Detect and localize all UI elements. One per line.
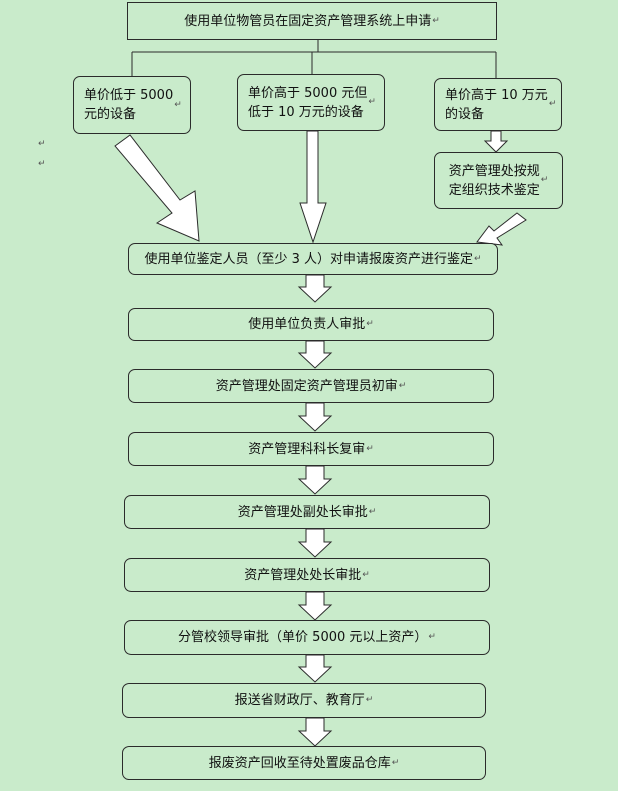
tech-appraisal-box: 资产管理处按规 定组织技术鉴定↵ — [434, 152, 563, 209]
admin-initial-text: 资产管理处固定资产管理员初审 — [215, 378, 398, 394]
paragraph-mark: ↵ — [398, 380, 407, 391]
apply-text: 使用单位物管员在固定资产管理系统上申请 — [184, 13, 432, 29]
arrow-down-4 — [297, 465, 333, 495]
paragraph-mark: ↵ — [366, 319, 374, 329]
paragraph-mark: ↵ — [365, 695, 374, 705]
arrow-down-8 — [297, 717, 333, 747]
recycle-box: 报废资产回收至待处置废品仓库↵ — [122, 746, 486, 780]
arrow-tech-to-appraisal — [476, 212, 527, 246]
paragraph-mark: ↵ — [368, 97, 376, 107]
arrow-high-to-tech — [483, 130, 509, 153]
arrow-down-6 — [297, 591, 333, 621]
deputy-director-text: 资产管理处副处长审批 — [237, 504, 368, 520]
paragraph-mark: ↵ — [432, 15, 440, 26]
section-chief-text: 资产管理科科长复审 — [248, 441, 366, 457]
branch-high-text: 单价高于 10 万元 的设备 — [445, 87, 548, 122]
tech-appraisal-text: 资产管理处按规 定组织技术鉴定 — [448, 163, 540, 198]
section-chief-box: 资产管理科科长复审↵ — [128, 432, 494, 466]
paragraph-mark: ↵ — [540, 175, 549, 185]
paragraph-mark: ↵ — [366, 443, 374, 454]
paragraph-mark: ↵ — [174, 99, 182, 110]
unit-head-text: 使用单位负责人审批 — [248, 317, 366, 332]
appraisal-box: 使用单位鉴定人员（至少 3 人）对申请报废资产进行鉴定↵ — [128, 243, 498, 275]
paragraph-mark: ↵ — [38, 159, 46, 169]
paragraph-mark: ↵ — [428, 632, 436, 642]
report-text: 报送省财政厅、教育厅 — [234, 693, 365, 708]
director-box: 资产管理处处长审批↵ — [124, 558, 490, 592]
arrow-down-5 — [297, 528, 333, 558]
paragraph-mark: ↵ — [368, 506, 377, 517]
branch-low-box: 单价低于 5000 元的设备↵ — [73, 76, 191, 134]
recycle-text: 报废资产回收至待处置废品仓库 — [208, 755, 391, 771]
school-leader-text: 分管校领导审批（单价 5000 元以上资产） — [178, 630, 428, 645]
appraisal-text: 使用单位鉴定人员（至少 3 人）对申请报废资产进行鉴定 — [144, 251, 473, 267]
paragraph-mark: ↵ — [474, 253, 482, 264]
director-text: 资产管理处处长审批 — [244, 567, 362, 583]
paragraph-mark: ↵ — [38, 139, 46, 149]
arrow-down-2 — [297, 340, 333, 369]
branch-mid-box: 单价高于 5000 元但 低于 10 万元的设备↵ — [237, 74, 385, 131]
paragraph-mark: ↵ — [391, 757, 400, 768]
arrow-down-1 — [297, 274, 333, 303]
report-box: 报送省财政厅、教育厅↵ — [122, 683, 486, 718]
arrow-mid-to-appraisal — [299, 130, 327, 244]
arrow-down-3 — [297, 402, 333, 432]
branch-low-text: 单价低于 5000 元的设备 — [84, 88, 174, 122]
admin-initial-box: 资产管理处固定资产管理员初审↵ — [128, 369, 494, 403]
arrow-down-7 — [297, 654, 333, 683]
branch-connector — [131, 40, 497, 78]
deputy-director-box: 资产管理处副处长审批↵ — [124, 495, 490, 529]
branch-mid-text: 单价高于 5000 元但 低于 10 万元的设备 — [248, 85, 368, 120]
school-leader-box: 分管校领导审批（单价 5000 元以上资产）↵ — [124, 620, 490, 655]
paragraph-mark: ↵ — [548, 99, 557, 109]
unit-head-box: 使用单位负责人审批↵ — [128, 308, 494, 341]
branch-high-box: 单价高于 10 万元 的设备↵ — [434, 78, 562, 131]
paragraph-mark: ↵ — [362, 569, 370, 580]
apply-box: 使用单位物管员在固定资产管理系统上申请↵ — [127, 2, 497, 40]
arrow-low-to-appraisal — [114, 134, 200, 242]
